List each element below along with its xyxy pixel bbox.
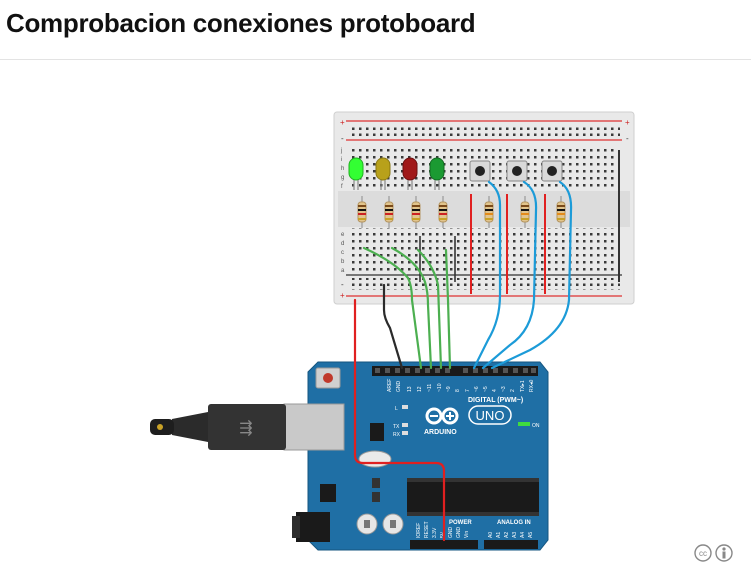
wire-green-12[interactable] [390,246,433,370]
pin-label-2: 2 [510,389,516,392]
creative-commons-icon: cc [694,544,712,562]
rail-plus-top: + [340,118,345,127]
resistor-led-4[interactable] [438,196,448,228]
row-letter-c: c [341,250,344,256]
led-label-l: L [395,406,398,412]
wire-blue-6[interactable] [481,180,538,370]
pushbutton-3[interactable] [541,160,563,182]
pin-label-4: 4 [492,389,498,392]
resistor-led-3[interactable] [411,196,421,228]
usb-symbol-icon: ⇶ [239,419,252,437]
led-green-lit[interactable] [348,157,364,190]
pin-label-7: 7 [465,389,471,392]
pin-label-a0: A0 [488,532,494,538]
pin-label-a4: A4 [520,532,526,538]
pin-label-a3: A3 [512,532,518,538]
row-letter-a: a [341,268,345,274]
pin-label-12: 12 [417,386,423,392]
resistor-button-1[interactable] [484,196,494,228]
power-label: POWER [449,520,472,526]
wires [353,180,573,542]
pushbutton-2[interactable] [506,160,528,182]
license-badge[interactable]: cc [694,544,738,562]
crystal-oscillator [358,450,392,468]
arduino-uno-board[interactable]: AREF GND 13 12 ~11 ~10 ~9 8 7 ~6 ~5 4 ~3… [292,361,549,551]
usb-cable[interactable]: ⇶ [150,403,345,451]
led-label-tx: TX [393,424,400,430]
row-letter-e: e [341,232,345,238]
rail-plus-top-right: + [625,118,630,127]
led-label-rx: RX [393,432,401,438]
pin-label-gnd-1: GND [448,527,454,539]
pin-label-aref: AREF [387,379,393,392]
rail-minus-top-right: - [626,134,629,143]
pin-label-gnd-2: GND [456,527,462,539]
pin-label-8: 8 [455,389,461,392]
pin-label-tx1: TX▸1 [520,380,526,392]
page-title: Comprobacion conexiones protoboard [6,8,476,38]
digital-label: DIGITAL (PWM~) [468,397,523,404]
pin-label-reset: RESET [424,521,430,538]
wire-blue-5[interactable] [490,180,573,370]
breadboard[interactable]: + + - - - + j i h g f e d c b a [333,111,635,305]
svg-text:cc: cc [699,549,707,558]
row-letter-g: g [341,175,344,181]
wire-green-11[interactable] [416,248,443,370]
circuit-canvas[interactable]: + + - - - + j i h g f e d c b a [0,60,751,568]
voltage-regulator [320,484,336,502]
wire-green-10[interactable] [444,248,452,370]
row-letter-d: d [341,241,344,247]
pin-label-a2: A2 [504,532,510,538]
wire-blue-7[interactable] [472,180,502,370]
pin-label-11: ~11 [427,384,433,392]
resistor-button-3[interactable] [556,196,566,228]
wire-red-5v[interactable] [353,298,446,542]
dc-power-jack [296,512,330,542]
resistor-led-1[interactable] [357,196,367,228]
rail-minus-bottom: - [341,280,344,289]
arduino-logo [425,407,459,425]
pin-label-a5: A5 [528,532,534,538]
led-green[interactable] [429,157,445,190]
wire-black-gnd[interactable] [382,283,404,370]
rail-plus-bottom: + [340,291,345,300]
wire-green-13[interactable] [362,246,423,370]
atmega-chip [407,482,539,512]
pin-label-3v3: 3.3V [432,527,438,538]
title-divider [0,59,751,60]
pin-label-13: 13 [407,386,413,392]
on-label: ON [532,423,540,429]
row-letter-i: i [341,157,342,163]
uno-label: UNO [476,408,505,423]
pin-label-gnd: GND [396,381,402,393]
row-letter-h: h [341,166,344,172]
pin-label-6: ~6 [474,386,480,392]
resistor-button-2[interactable] [520,196,530,228]
pin-label-9: ~9 [446,386,452,392]
pushbutton-1[interactable] [469,160,491,182]
analog-in-label: ANALOG IN [497,520,531,526]
row-letter-j: j [340,148,342,154]
pin-label-10: ~10 [437,383,443,392]
pin-label-ioref: IOREF [416,523,422,538]
arduino-brand: ARDUINO [424,429,457,436]
led-yellow[interactable] [375,157,391,190]
rail-minus-top: - [341,134,344,143]
pin-label-a1: A1 [496,532,502,538]
pin-label-rx0: RX◂0 [529,380,535,392]
pin-label-vin: Vin [464,531,470,538]
led-red[interactable] [402,157,418,190]
row-letter-f: f [341,184,343,190]
pin-label-3: ~3 [501,386,507,392]
usb-chip [370,423,384,441]
row-letter-b: b [341,259,345,265]
resistor-led-2[interactable] [384,196,394,228]
attribution-icon [715,544,733,562]
pin-label-5: ~5 [483,386,489,392]
